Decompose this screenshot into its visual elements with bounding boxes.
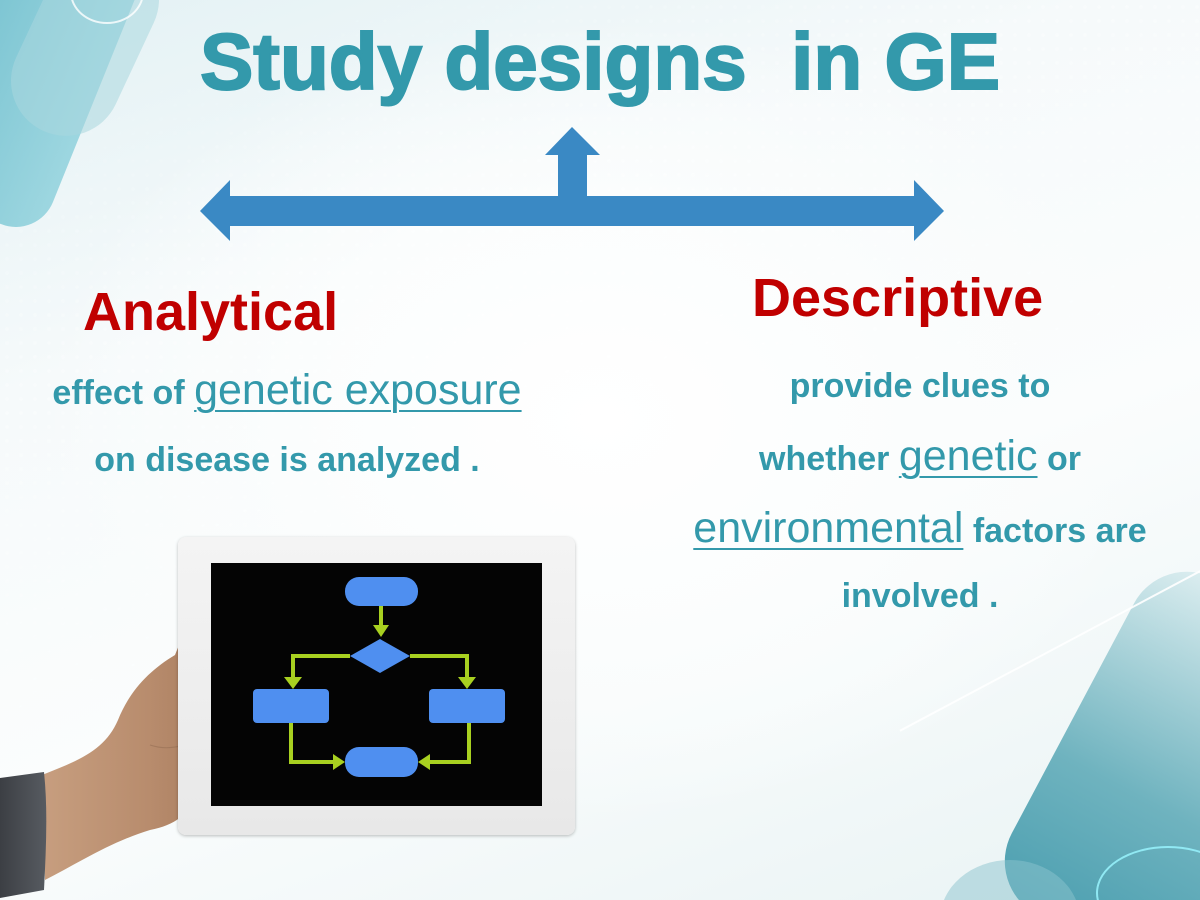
flow-right-process	[429, 689, 505, 723]
descriptive-line-4: involved .	[841, 577, 999, 615]
analytical-line-2: on disease is analyzed .	[94, 441, 480, 479]
descriptive-line-3: environmental factors are	[693, 504, 1147, 552]
slide-title: Study designs in GE	[199, 16, 1001, 107]
genetic-exposure-emphasis: genetic exposure	[194, 366, 522, 414]
flow-left-process	[253, 689, 329, 723]
environmental-emphasis: environmental	[693, 504, 964, 552]
branching-arrow-icon	[200, 127, 944, 241]
analytical-heading: Analytical	[83, 282, 339, 342]
flow-start-pill	[345, 577, 418, 606]
descriptive-line-2: whether genetic or	[759, 432, 1081, 480]
tablet-screen	[211, 563, 542, 806]
flow-end-pill	[345, 747, 418, 777]
analytical-line-1: effect of genetic exposure	[52, 366, 522, 414]
descriptive-heading: Descriptive	[752, 268, 1044, 328]
descriptive-line-1: provide clues to	[789, 367, 1051, 405]
genetic-emphasis: genetic	[898, 432, 1038, 480]
tablet-device	[178, 537, 575, 835]
flowchart-diagram	[253, 577, 505, 777]
hand-illustration	[0, 592, 221, 898]
flow-decision-diamond	[350, 639, 410, 673]
